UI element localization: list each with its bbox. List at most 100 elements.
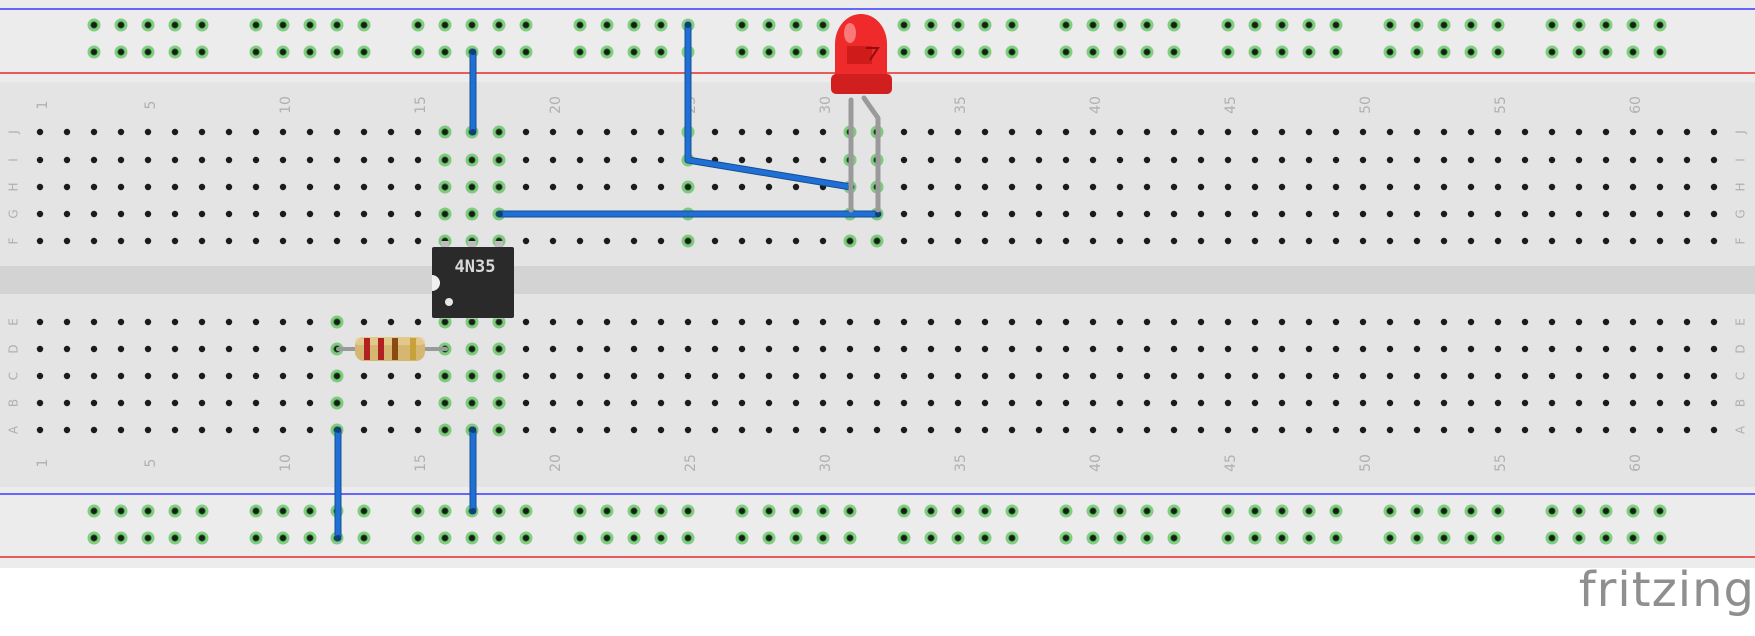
terminal-hole xyxy=(1089,426,1097,434)
terminal-hole xyxy=(927,128,935,136)
hole-dot xyxy=(1413,21,1421,29)
wire-end xyxy=(470,129,476,135)
hole-dot xyxy=(1467,128,1475,136)
hole-dot xyxy=(1170,128,1178,136)
hole-dot xyxy=(306,48,314,56)
hole-dot xyxy=(1413,399,1421,407)
hole-dot xyxy=(360,534,368,542)
rail-hole xyxy=(627,18,641,32)
hole-dot xyxy=(900,156,908,164)
ic-notch xyxy=(432,275,440,291)
hole-ring xyxy=(468,183,476,191)
hole-ring xyxy=(1332,48,1340,56)
rail-hole xyxy=(195,45,209,59)
terminal-hole xyxy=(1008,210,1016,218)
hole-dot xyxy=(1629,156,1637,164)
hole-dot xyxy=(279,156,287,164)
terminal-hole xyxy=(387,372,395,380)
rail-hole xyxy=(789,45,803,59)
terminal-hole xyxy=(438,207,452,221)
terminal-hole xyxy=(1008,426,1016,434)
hole-dot xyxy=(738,534,746,542)
hole-dot xyxy=(630,507,638,515)
terminal-hole xyxy=(873,372,881,380)
hole-dot xyxy=(1143,399,1151,407)
hole-dot xyxy=(1710,345,1718,353)
hole-dot xyxy=(333,156,341,164)
hole-ring xyxy=(1143,534,1151,542)
terminal-hole xyxy=(711,399,719,407)
hole-ring xyxy=(90,507,98,515)
terminal-hole xyxy=(1413,372,1421,380)
terminal-hole xyxy=(765,237,773,245)
hole-dot xyxy=(1656,128,1664,136)
hole-dot xyxy=(306,345,314,353)
hole-dot xyxy=(1656,372,1664,380)
hole-dot xyxy=(1494,48,1502,56)
hole-ring xyxy=(819,534,827,542)
rail-hole xyxy=(1059,45,1073,59)
hole-dot xyxy=(1170,237,1178,245)
hole-ring xyxy=(954,507,962,515)
hole-dot xyxy=(468,21,476,29)
hole-ring xyxy=(90,48,98,56)
hole-ring xyxy=(441,534,449,542)
row-label: B xyxy=(7,399,21,407)
hole-dot xyxy=(198,345,206,353)
hole-dot xyxy=(549,426,557,434)
terminal-hole xyxy=(1386,399,1394,407)
hole-dot xyxy=(927,345,935,353)
hole-dot xyxy=(441,210,449,218)
terminal-hole xyxy=(576,128,584,136)
hole-dot xyxy=(414,318,422,326)
hole-dot xyxy=(1467,426,1475,434)
hole-ring xyxy=(333,48,341,56)
hole-dot xyxy=(981,399,989,407)
terminal-hole xyxy=(171,318,179,326)
col-number-bottom: 5 xyxy=(143,459,159,468)
rail-hole xyxy=(1005,504,1019,518)
hole-dot xyxy=(1656,210,1664,218)
terminal-hole xyxy=(333,237,341,245)
terminal-hole xyxy=(603,426,611,434)
terminal-hole xyxy=(1656,426,1664,434)
terminal-hole xyxy=(198,318,206,326)
row-label: A xyxy=(1734,425,1748,434)
rail-hole xyxy=(1329,45,1343,59)
rail-hole xyxy=(1464,45,1478,59)
terminal-hole xyxy=(1224,128,1232,136)
hole-dot xyxy=(1116,318,1124,326)
col-number-bottom: 35 xyxy=(953,454,969,472)
hole-ring xyxy=(738,507,746,515)
rail-hole xyxy=(627,531,641,545)
terminal-hole xyxy=(870,234,884,248)
hole-dot xyxy=(873,399,881,407)
terminal-hole xyxy=(1170,318,1178,326)
terminal-hole xyxy=(1710,426,1718,434)
terminal-hole xyxy=(1494,210,1502,218)
hole-dot xyxy=(117,507,125,515)
terminal-hole xyxy=(1116,372,1124,380)
hole-dot xyxy=(711,318,719,326)
terminal-hole xyxy=(1413,210,1421,218)
terminal-hole xyxy=(225,372,233,380)
col-number-bottom: 45 xyxy=(1223,454,1239,472)
hole-dot xyxy=(1062,318,1070,326)
rail-hole xyxy=(1410,45,1424,59)
hole-ring xyxy=(981,507,989,515)
hole-dot xyxy=(576,318,584,326)
rail-hole xyxy=(816,504,830,518)
rail-hole xyxy=(681,531,695,545)
terminal-hole xyxy=(1467,156,1475,164)
hole-dot xyxy=(90,210,98,218)
hole-dot xyxy=(171,345,179,353)
terminal-hole xyxy=(603,399,611,407)
terminal-hole xyxy=(1035,183,1043,191)
col-number-bottom: 20 xyxy=(548,454,564,472)
hole-dot xyxy=(1278,507,1286,515)
hole-ring xyxy=(657,534,665,542)
terminal-hole xyxy=(1548,128,1556,136)
hole-dot xyxy=(1386,128,1394,136)
terminal-hole xyxy=(306,183,314,191)
terminal-hole xyxy=(900,183,908,191)
